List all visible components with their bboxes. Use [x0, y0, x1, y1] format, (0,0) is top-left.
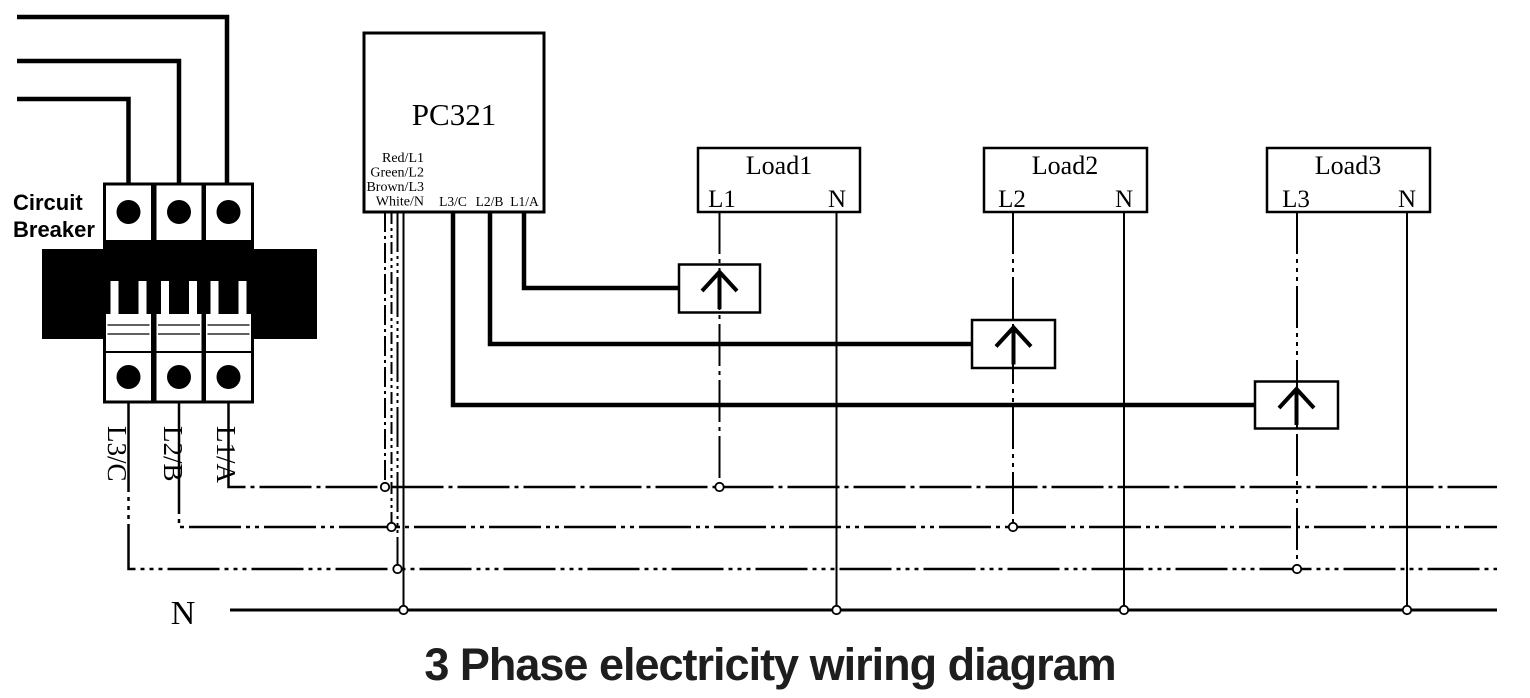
supply-wire-l1: [17, 14, 230, 186]
junction-dot: [386, 521, 397, 533]
pole-top-terminal-screw: [116, 200, 141, 224]
junction-dot: [831, 604, 842, 616]
load2-line-terminal-label: L2: [998, 186, 1026, 213]
breaker-label-line1: Circuit: [13, 190, 83, 215]
pole-handle-slot: [138, 281, 147, 315]
junction-dot: [1007, 521, 1019, 533]
controller-terminal-l1a: L1/A: [510, 194, 539, 209]
load1-title: Load1: [746, 151, 812, 180]
phase3-rotated-label: L3/C: [102, 426, 132, 482]
junction-dot: [398, 604, 409, 616]
pole-separator-bar: [204, 240, 253, 249]
junction-dot: [714, 481, 725, 493]
load1-neutral-terminal-label: N: [828, 186, 846, 213]
diagram-title: 3 Phase electricity wiring diagram: [424, 639, 1115, 690]
junction-dot: [379, 481, 391, 493]
load3-neutral-terminal-label: N: [1398, 186, 1416, 213]
load3-title: Load3: [1315, 151, 1381, 180]
pole-top-terminal-screw: [216, 200, 241, 224]
neutral-bus-label: N: [171, 595, 196, 632]
pole-separator-bar: [155, 240, 203, 249]
controller-wire-label-green-l2: Green/L2: [370, 166, 424, 181]
controller-box: PC321 Red/L1 Green/L2 Brown/L3 White/N L…: [362, 31, 546, 214]
load2-title: Load2: [1032, 151, 1098, 180]
load3-line-terminal-label: L3: [1282, 186, 1310, 213]
junction-dot: [1291, 563, 1303, 575]
load1-outline: [696, 146, 862, 214]
ct2-arrow-head: [994, 324, 1033, 348]
pole-bottom-terminal-screw: [167, 365, 191, 389]
controller-wire-label-brown-l3: Brown/L3: [366, 180, 424, 195]
pole-handle-slot: [189, 281, 197, 315]
supply-wire-l2: [17, 58, 182, 186]
ct3-arrow-icon: [1277, 386, 1316, 425]
load2-box: Load2 L2 N: [982, 146, 1149, 214]
junction-dot: [1401, 604, 1413, 616]
phase1-rotated-label: L1/A: [211, 426, 241, 483]
controller-wire-label-red-l1: Red/L1: [382, 151, 424, 166]
breaker-pole-1: [103, 182, 154, 404]
load3-outline: [1265, 146, 1432, 214]
pole-handle-slot: [238, 281, 247, 315]
ct1-arrow-head: [700, 269, 739, 293]
controller-terminal-l3c: L3/C: [439, 194, 467, 209]
ct-lead-l1a: [521, 212, 679, 291]
ct3-arrow-head: [1277, 386, 1316, 410]
ct-lead-l3c: [450, 212, 1255, 408]
pole-separator-bar: [104, 240, 153, 249]
pole-handle-slot: [210, 281, 219, 315]
controller-terminal-l2b: L2/B: [476, 194, 504, 209]
junction-dot: [1118, 604, 1130, 616]
ct2-arrow-icon: [994, 324, 1033, 365]
load2-outline: [982, 146, 1149, 214]
breaker-pole-3: [203, 182, 254, 404]
breaker-pole-2: [153, 182, 205, 404]
load2-neutral-terminal-label: N: [1115, 186, 1133, 213]
controller-wire-label-white-n: White/N: [376, 195, 424, 210]
pole-bottom-terminal-screw: [116, 365, 141, 389]
ct1-arrow-icon: [700, 269, 739, 309]
phase1-bus-line: [227, 452, 1497, 489]
breaker-label-line2: Breaker: [13, 217, 95, 242]
pole-handle-slot: [110, 281, 119, 315]
controller-name: PC321: [412, 97, 496, 132]
pole-bottom-terminal-screw: [216, 365, 241, 389]
pole-top-terminal-screw: [167, 200, 191, 224]
junction-dot: [392, 563, 403, 575]
phase2-rotated-label: L2/B: [158, 426, 188, 482]
controller-outline: [362, 31, 546, 214]
phase3-bus-line: [127, 440, 1497, 571]
load3-box: Load3 L3 N: [1265, 146, 1432, 214]
load1-box: Load1 L1 N: [696, 146, 862, 214]
phase2-bus-line: [177, 462, 1497, 529]
ct-lead-l2b: [487, 212, 972, 347]
pole-handle-slot: [161, 281, 169, 315]
load1-line-terminal-label: L1: [708, 186, 736, 213]
supply-wire-l3: [17, 96, 131, 186]
